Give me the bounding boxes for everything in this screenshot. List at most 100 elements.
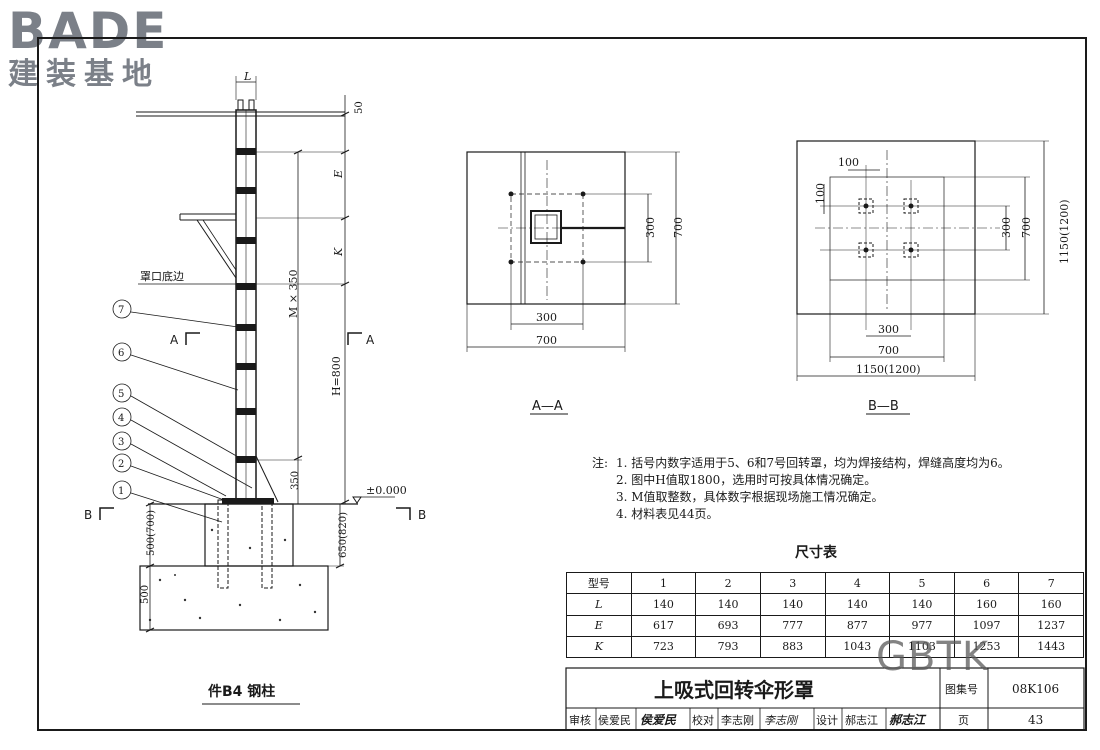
hood-bottom-edge-label: 罩口底边: [140, 269, 184, 283]
bb-dim-1150-vertical: 1150(1200): [1058, 199, 1071, 264]
table-cell: 160: [953, 593, 1020, 616]
bb-dim-100-horizontal: 100: [838, 156, 859, 169]
table-header-cell: 1: [630, 571, 697, 595]
checker-name: 李志刚: [721, 713, 754, 727]
table-header-cell: 2: [695, 571, 761, 595]
table-cell: 1103: [889, 635, 955, 659]
aa-dim-300-vertical: 300: [644, 217, 657, 238]
table-header-cell: 6: [953, 571, 1020, 595]
logo-subtitle: 建装基地: [8, 57, 160, 92]
section-mark-B-left: B: [84, 508, 92, 522]
table-row: E 617 693 777 877 977 1097 1237: [566, 614, 1084, 637]
logo-brand: BADE: [8, 2, 169, 60]
reviewer-name: 侯爱民: [598, 713, 631, 727]
table-cell: 877: [824, 614, 891, 637]
row-label-E: E: [566, 614, 632, 637]
bb-dim-300-horizontal: 300: [878, 323, 899, 336]
table-cell: 160: [1018, 593, 1084, 616]
table-cell: 977: [889, 614, 955, 637]
row-label-L: L: [566, 593, 632, 616]
dim-H800: H=800: [330, 356, 343, 396]
callout-6: 6: [118, 348, 124, 359]
atlas-number-label: 图集号: [945, 682, 978, 696]
section-aa-label: A—A: [532, 399, 563, 414]
table-cell: 140: [889, 593, 955, 616]
bb-dim-100-vertical: 100: [814, 183, 827, 204]
watermark: GBTK: [876, 634, 990, 680]
aa-dim-300-horizontal: 300: [536, 311, 557, 324]
callout-7: 7: [118, 305, 124, 316]
note-3: 3. M值取整数，具体数字根据现场施工情况确定。: [616, 490, 884, 504]
section-mark-A-right: A: [366, 333, 375, 347]
logo: BADE 建装基地: [8, 4, 168, 92]
checker-signature: 李志刚: [764, 714, 799, 727]
dim-K: K: [332, 247, 345, 257]
drawing-title: 上吸式回转伞形罩: [654, 678, 814, 702]
dim-L-label: L: [243, 70, 251, 83]
aa-dim-700-horizontal: 700: [536, 334, 557, 347]
dim-500-700: 500(700): [146, 510, 157, 556]
dim-M350: M × 350: [287, 270, 300, 318]
callout-2: 2: [118, 459, 124, 470]
table-cell: 617: [630, 614, 697, 637]
title-block: [565, 667, 1085, 731]
table-cell: 883: [759, 635, 826, 659]
note-1: 1. 括号内数字适用于5、6和7号回转罩，均为焊接结构，焊缝高度均为6。: [616, 456, 1010, 470]
aa-dim-700-vertical: 700: [672, 217, 685, 238]
atlas-number: 08K106: [1012, 682, 1059, 696]
table-cell: 693: [695, 614, 761, 637]
table-header-cell: 型号: [566, 571, 632, 595]
bb-dim-1150-horizontal: 1150(1200): [856, 363, 921, 376]
table-header-row: 型号 1 2 3 4 5 6 7: [566, 571, 1084, 595]
level-mark: ±0.000: [366, 484, 407, 497]
dim-650-820: 650(820): [338, 512, 349, 558]
section-mark-A-left: A: [170, 333, 179, 347]
table-cell: 1443: [1018, 635, 1084, 659]
section-bb-view: [796, 140, 1049, 415]
table-header-cell: 3: [759, 571, 826, 595]
check-label: 校对: [692, 713, 714, 727]
steel-column-elevation: [99, 76, 411, 633]
section-aa-view: [466, 151, 680, 415]
reviewer-signature: 侯爱民: [640, 713, 677, 727]
callout-3: 3: [118, 437, 124, 448]
column-caption: 件B4 钢柱: [208, 683, 275, 700]
notes-lead: 注:: [592, 456, 609, 470]
dimension-table-title: 尺寸表: [795, 545, 837, 561]
table-cell: 777: [759, 614, 826, 637]
designer-name: 郝志江: [845, 713, 878, 727]
dim-50: 50: [354, 101, 365, 114]
callout-5: 5: [118, 389, 124, 400]
table-cell: 140: [630, 593, 697, 616]
dim-E: E: [332, 170, 345, 179]
bb-dim-700-horizontal: 700: [878, 344, 899, 357]
note-4: 4. 材料表见44页。: [616, 507, 719, 521]
notes: 注: 1. 括号内数字适用于5、6和7号回转罩，均为焊接结构，焊缝高度均为6。 2…: [592, 455, 1062, 523]
callout-4: 4: [118, 413, 124, 424]
section-mark-B-right: B: [418, 508, 426, 522]
sheet-border: [37, 37, 1087, 731]
table-cell: 140: [759, 593, 826, 616]
review-label: 审核: [569, 713, 591, 727]
note-2: 2. 图中H值取1800，选用时可按具体情况确定。: [616, 473, 877, 487]
dimension-table: 型号 1 2 3 4 5 6 7 L 140 140 140 140 140 1…: [566, 571, 1084, 659]
table-cell: 793: [695, 635, 761, 659]
callout-1: 1: [118, 486, 124, 497]
table-cell: 140: [824, 593, 891, 616]
dim-350-bottom: 350: [290, 471, 301, 490]
page-label: 页: [958, 714, 969, 727]
table-header-cell: 4: [824, 571, 891, 595]
design-label: 设计: [816, 714, 838, 727]
section-bb-label: B—B: [868, 399, 899, 414]
table-row: K 723 793 883 1043 1103 1253 1443: [566, 635, 1084, 659]
bb-dim-300-vertical: 300: [1000, 217, 1013, 238]
table-header-cell: 5: [889, 571, 955, 595]
table-cell: 140: [695, 593, 761, 616]
designer-signature: 郝志江: [889, 713, 927, 727]
page-number: 43: [1028, 713, 1043, 727]
table-header-cell: 7: [1018, 571, 1084, 595]
table-cell: 1237: [1018, 614, 1084, 637]
row-label-K: K: [566, 635, 632, 659]
table-cell: 723: [630, 635, 697, 659]
